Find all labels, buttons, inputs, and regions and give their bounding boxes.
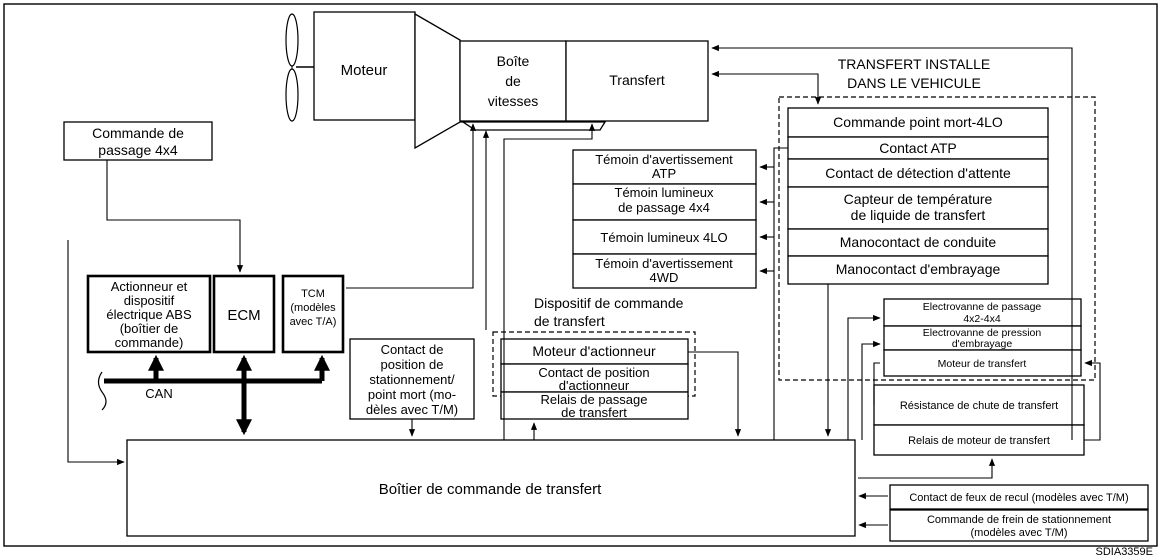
shift-4x4-command-line1: Commande de — [92, 125, 184, 141]
switch-clutch-pressure: Manocontact d'embrayage — [836, 261, 1001, 277]
shift-4x4-command-box — [63, 121, 213, 161]
tcm-line3: avec T/A) — [290, 316, 337, 328]
park-contact-line4: point mort (mo- — [368, 387, 456, 402]
abs-line1: Actionneur et — [111, 279, 188, 294]
park-brake-line1: Commande de frein de stationnement — [927, 514, 1111, 526]
abs-actuator-box — [86, 274, 212, 354]
lamp-4x4-line1: Témoin lumineux — [615, 185, 714, 200]
park-contact-line2: position de — [381, 357, 444, 372]
actuator-position-line2: d'actionneur — [559, 378, 630, 393]
transfer-control-unit-label: Boîtier de commande de transfert — [379, 481, 602, 498]
shift-4x4-command-line2: passage 4x4 — [98, 142, 178, 158]
park-brake-command-box — [889, 509, 1149, 542]
drop-resistor-label: Résistance de chute de transfert — [900, 400, 1058, 412]
actuator-device-title-line2: de transfert — [534, 313, 605, 329]
tcm-line1: TCM — [301, 288, 325, 300]
installed-title-line2: DANS LE VEHICULE — [847, 75, 981, 91]
can-label: CAN — [145, 386, 172, 401]
park-contact-line5: dèles avec T/M) — [366, 402, 458, 417]
ecm-label: ECM — [227, 307, 260, 324]
park-brake-line2: (modèles avec T/M) — [971, 527, 1068, 539]
actuator-motor-box — [500, 338, 689, 365]
abs-line2: dispositif — [124, 293, 175, 308]
abs-line3: électrique ABS — [106, 307, 192, 322]
transfer-label: Transfert — [609, 72, 665, 88]
abs-line5: commande) — [115, 335, 184, 350]
lamp-4lo-line1: Témoin lumineux 4LO — [600, 230, 727, 245]
installed-title-line1: TRANSFERT INSTALLE — [838, 56, 990, 72]
lamp-atp-line1: Témoin d'avertissement — [595, 152, 733, 167]
lamp-4wd-line1: Témoin d'avertissement — [595, 256, 733, 271]
solenoid-stack — [883, 298, 1082, 377]
lamp-4x4-line2: de passage 4x4 — [618, 200, 710, 215]
actuator-motor-label: Moteur d'actionneur — [532, 343, 656, 359]
fan-icon — [285, 13, 314, 122]
shift-relay-box — [500, 391, 689, 420]
reverse-lamp-label: Contact de feux de recul (modèles avec T… — [909, 492, 1128, 504]
gearbox-label-line1: Boîte — [497, 53, 530, 69]
solenoid-clutch-line1: Electrovanne de pression — [923, 327, 1042, 339]
sensor-fluid-temp-line2: de liquide de transfert — [851, 207, 986, 223]
switch-neutral-4lo: Commande point mort-4LO — [833, 114, 1003, 130]
ecm-box — [212, 274, 276, 354]
switch-atp: Contact ATP — [879, 140, 957, 156]
figure-id: SDIA3359E — [1096, 546, 1153, 558]
actuator-position-box — [500, 363, 689, 393]
solenoid-clutch-line2: d'embrayage — [952, 338, 1013, 350]
can-bus — [97, 354, 331, 436]
actuator-device-region — [492, 331, 696, 397]
engine-label: Moteur — [341, 62, 388, 79]
actuator-position-line1: Contact de position — [538, 365, 649, 380]
solenoid-shift-line1: Electrovanne de passage — [923, 301, 1042, 313]
reverse-lamp-contact-box — [889, 484, 1149, 510]
shift-relay-line1: Relais de passage — [541, 392, 648, 407]
shift-relay-line2: de transfert — [561, 405, 627, 420]
solenoid-shift-line2: 4x2-4x4 — [963, 313, 1001, 325]
warning-lamps — [572, 149, 757, 289]
tcm-box — [281, 274, 345, 354]
installed-region — [778, 96, 1096, 381]
lamp-atp-line2: ATP — [652, 166, 676, 181]
gearbox-label-line2: de — [505, 73, 521, 89]
motor-relay-label: Relais de moteur de transfert — [908, 435, 1050, 447]
abs-line4: (boîtier de — [120, 321, 179, 336]
park-contact-line1: Contact de — [381, 342, 444, 357]
tcm-line2: (modèles — [290, 302, 336, 314]
diagram-frame — [3, 3, 1158, 547]
transfer-box — [565, 40, 709, 122]
engine-box — [313, 11, 416, 121]
connector-lines — [67, 44, 1101, 529]
gearbox-box — [459, 40, 567, 122]
transfer-control-unit-box — [126, 439, 856, 537]
gearbox-label-line3: vitesses — [488, 93, 539, 109]
sensor-fluid-temp-line1: Capteur de température — [844, 191, 993, 207]
switch-wait-detect: Contact de détection d'attente — [825, 165, 1011, 181]
transfer-motor: Moteur de transfert — [938, 358, 1027, 370]
actuator-device-title-line1: Dispositif de commande — [534, 295, 684, 311]
park-contact-line3: stationnement/ — [369, 372, 455, 387]
switch-stack — [787, 107, 1049, 285]
switch-drive-pressure: Manocontact de conduite — [840, 234, 997, 250]
lamp-4wd-line2: 4WD — [650, 270, 679, 285]
